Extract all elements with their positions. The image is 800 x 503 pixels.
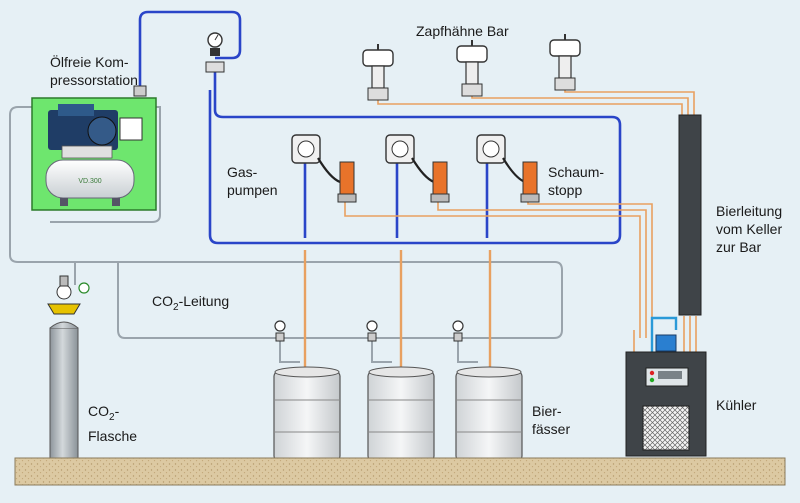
tap-2: [456, 40, 488, 97]
beer-lines: [303, 90, 697, 368]
tap-1: [362, 44, 394, 101]
keg-regulator-2: [366, 320, 378, 342]
floor: [14, 457, 786, 486]
co2-bottle: [47, 275, 90, 461]
co2-lines: [9, 106, 563, 363]
compressor-station: VD.300: [31, 97, 157, 211]
label-cooler: Kühler: [716, 397, 757, 413]
label-taps: Zapfhähne Bar: [416, 23, 509, 39]
label-co2-bottle: CO2- Flasche: [88, 403, 138, 444]
gas-lines: [138, 10, 622, 245]
cooler-unit: [625, 334, 707, 457]
gas-pump-3: [476, 134, 526, 184]
label-co2-line: CO2-Leitung: [152, 293, 230, 313]
beer-keg-2: [367, 366, 435, 461]
foam-stop-1: [337, 161, 357, 203]
gas-pump-1: [291, 134, 341, 184]
tap-3: [549, 34, 581, 91]
beer-keg-1: [273, 366, 341, 461]
label-kegs: Bier- fässer: [532, 403, 571, 437]
foam-stop-2: [430, 161, 450, 203]
beer-keg-3: [455, 366, 523, 461]
beer-line-column: [678, 114, 702, 316]
label-compressor-station: Ölfreie Kom- pressorstation: [50, 54, 138, 88]
keg-regulator-1: [274, 320, 286, 342]
label-beer-line: Bierleitung vom Keller zur Bar: [716, 203, 783, 255]
label-foam-stop: Schaum- stopp: [548, 164, 605, 198]
label-gas-pumps: Gas- pumpen: [227, 164, 278, 198]
cooler-connection: [650, 316, 678, 352]
pressure-regulator: [133, 32, 225, 97]
foam-stop-3: [520, 161, 540, 203]
gas-pump-2: [385, 134, 435, 184]
keg-regulator-3: [452, 320, 464, 342]
tank-marking: VD.300: [78, 178, 101, 185]
